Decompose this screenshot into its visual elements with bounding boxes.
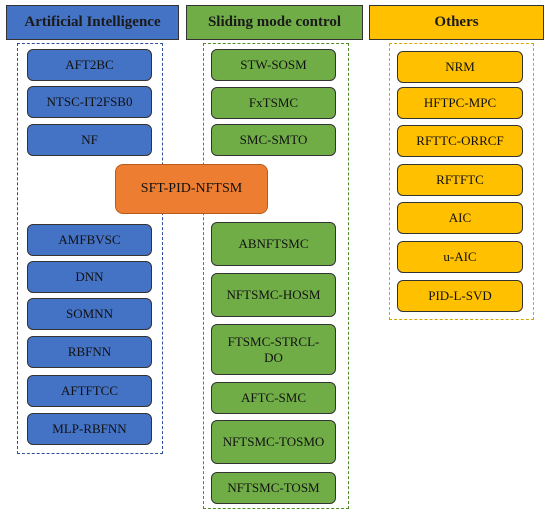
- smc-item-abnftsmc: ABNFTSMC: [211, 222, 336, 266]
- center-node-sft-pid-nftsm: SFT-PID-NFTSM: [115, 164, 268, 214]
- smc-item-fxtsmc: FxTSMC: [211, 87, 336, 119]
- ai-item-rbfnn: RBFNN: [27, 336, 152, 368]
- smc-group-frame: [203, 43, 349, 509]
- ai-item-ntsc-it2fsb0: NTSC-IT2FSB0: [27, 86, 152, 118]
- others-item-rfttc-orrcf: RFTTC-ORRCF: [397, 125, 523, 157]
- smc-item-smc-smto: SMC-SMTO: [211, 124, 336, 156]
- smc-item-nftsmc-tosmo: NFTSMC-TOSMO: [211, 420, 336, 464]
- smc-item-nftsmc-tosm: NFTSMC-TOSM: [211, 472, 336, 504]
- others-item-pid-l-svd: PID-L-SVD: [397, 280, 523, 312]
- ai-group-frame: [17, 43, 163, 454]
- ai-item-aftftcc: AFTFTCC: [27, 375, 152, 407]
- ai-item-amfbvsc: AMFBVSC: [27, 224, 152, 256]
- header-sliding-mode-control: Sliding mode control: [186, 5, 363, 40]
- header-others: Others: [369, 5, 544, 40]
- others-item-rftftc: RFTFTC: [397, 164, 523, 196]
- smc-item-nftsmc-hosm: NFTSMC-HOSM: [211, 273, 336, 317]
- ai-item-somnn: SOMNN: [27, 298, 152, 330]
- ai-item-aft2bc: AFT2BC: [27, 49, 152, 81]
- others-item-u-aic: u-AIC: [397, 241, 523, 273]
- ai-item-nf: NF: [27, 124, 152, 156]
- ai-item-mlp-rbfnn: MLP-RBFNN: [27, 413, 152, 445]
- smc-item-stw-sosm: STW-SOSM: [211, 49, 336, 81]
- others-item-nrm: NRM: [397, 51, 523, 83]
- ai-item-dnn: DNN: [27, 261, 152, 293]
- smc-item-aftc-smc: AFTC-SMC: [211, 382, 336, 414]
- header-artificial-intelligence: Artificial Intelligence: [6, 5, 179, 40]
- others-group-frame: [389, 43, 534, 320]
- others-item-hftpc-mpc: HFTPC-MPC: [397, 87, 523, 119]
- others-item-aic: AIC: [397, 202, 523, 234]
- smc-item-ftsmc-strcl-do: FTSMC-STRCL-DO: [211, 324, 336, 375]
